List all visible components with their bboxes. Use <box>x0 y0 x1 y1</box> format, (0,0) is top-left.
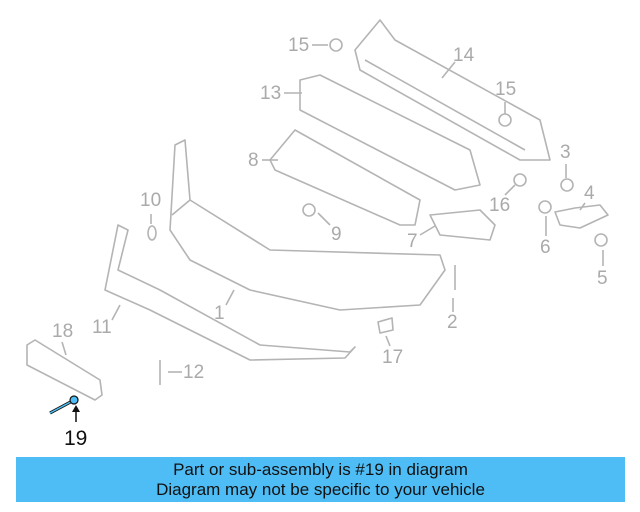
leader-lines <box>61 44 604 373</box>
callout-12[interactable]: 12 <box>183 362 205 383</box>
callout-7[interactable]: 7 <box>407 231 418 252</box>
callout-10[interactable]: 10 <box>140 190 162 211</box>
callout-15[interactable]: 15 <box>288 35 310 56</box>
callout-19[interactable]: 19 <box>64 427 88 450</box>
callout-3[interactable]: 3 <box>560 142 571 163</box>
part-13-energy-absorber <box>299 74 481 191</box>
part-8-grille <box>269 129 421 226</box>
callout-11[interactable]: 11 <box>92 317 112 338</box>
callout-15[interactable]: 15 <box>495 79 517 100</box>
callout-9[interactable]: 9 <box>331 224 342 245</box>
callout-16[interactable]: 16 <box>489 195 511 216</box>
banner-line-disclaimer: Diagram may not be specific to your vehi… <box>156 480 485 499</box>
part-10-clip <box>147 225 157 241</box>
callout-14[interactable]: 14 <box>453 45 475 66</box>
part-14-bumper-reinforcement <box>354 19 551 161</box>
info-banner: Part or sub-assembly is #19 in diagram D… <box>16 457 625 502</box>
part-18-license-bracket <box>26 339 103 401</box>
callout-6[interactable]: 6 <box>540 237 551 258</box>
callout-2[interactable]: 2 <box>447 312 458 333</box>
callout-4[interactable]: 4 <box>584 183 595 204</box>
callout-8[interactable]: 8 <box>248 150 259 171</box>
callout-13[interactable]: 13 <box>260 83 282 104</box>
part-1-bumper-cover <box>169 139 446 311</box>
fasteners <box>159 38 608 385</box>
part-7-bracket <box>429 209 496 241</box>
callout-5[interactable]: 5 <box>597 268 608 289</box>
banner-line-part: Part or sub-assembly is #19 in diagram <box>173 460 468 479</box>
part-11-lower-spoiler <box>104 224 356 361</box>
callout-1[interactable]: 1 <box>214 303 225 324</box>
callout-17[interactable]: 17 <box>382 347 404 368</box>
callout-18[interactable]: 18 <box>52 321 74 342</box>
part-4-bracket <box>554 204 609 229</box>
part-19-bolt[interactable] <box>49 395 80 422</box>
part-17-tow-cap <box>377 317 394 334</box>
